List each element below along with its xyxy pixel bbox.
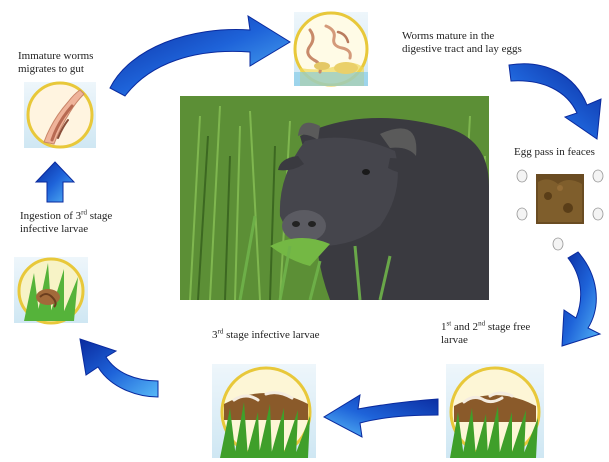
infective-larvae-illustration [210, 362, 320, 460]
cycle-arrow-left-up [34, 160, 76, 204]
egg-icon [517, 170, 527, 182]
label-ingestion: Ingestion of 3rd stage infective larvae [20, 210, 145, 236]
egg-icon [593, 208, 603, 220]
egg-icon [517, 208, 527, 220]
free-larvae-illustration [440, 362, 550, 460]
eggs-feces-illustration [512, 168, 609, 256]
egg-icon [553, 238, 563, 250]
egg-icon [593, 170, 603, 182]
label-mature-worms: Worms mature in the digestive tract and … [402, 30, 522, 56]
label-immature-worms: Immature worms migrates to gut [18, 50, 133, 76]
immature-worms-illustration [22, 80, 98, 150]
label-free-larvae: 1st and 2nd stage free larvae [441, 321, 559, 347]
ingestion-larvae-illustration [12, 255, 90, 325]
cycle-arrow-left-bottom [66, 335, 162, 405]
label-infective-larvae: 3rd stage infective larvae [212, 329, 324, 342]
buffalo-grazing-photo [180, 96, 489, 300]
label-egg-pass: Egg pass in feaces [514, 146, 609, 159]
cycle-arrow-right-top [505, 55, 609, 140]
mature-worms-illustration [292, 10, 370, 88]
cycle-arrow-bottom [320, 385, 442, 445]
